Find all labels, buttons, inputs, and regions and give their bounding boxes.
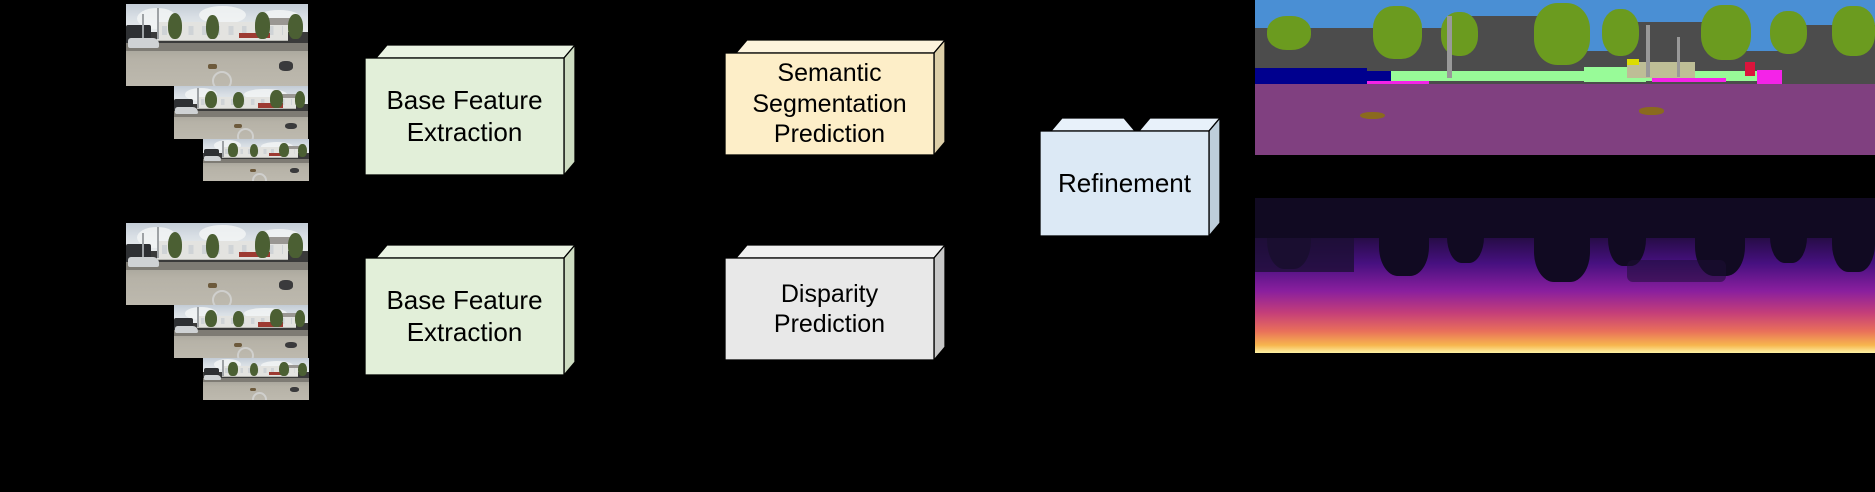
input-frame-top-1	[126, 4, 308, 86]
input-frame-bottom-3	[203, 358, 309, 400]
watermark-icon	[251, 392, 267, 400]
seg-region-sidewalk	[1366, 80, 1429, 86]
seg-region-road-object	[1360, 111, 1386, 120]
input-frame-top-3	[203, 139, 309, 181]
seg-region-vegetation	[1267, 15, 1311, 50]
seg-region-pole	[1676, 37, 1681, 78]
disparity-dark-region	[1534, 198, 1590, 282]
box-3d-shell-icon	[725, 245, 945, 360]
seg-region-person	[1744, 62, 1755, 76]
seg-region-sidewalk	[1651, 77, 1727, 83]
box-3d-shell-icon	[365, 45, 575, 175]
block-label-refinement: Refinement	[1058, 168, 1191, 198]
disparity-dark-region	[1608, 198, 1646, 267]
seg-region-sidewalk	[1757, 69, 1782, 86]
seg-region-road-object	[1639, 106, 1665, 115]
block-label-base-feature-extraction-top: Base Feature Extraction	[386, 85, 543, 147]
disparity-dark-region	[1769, 198, 1807, 264]
watermark-icon	[211, 290, 232, 305]
seg-region-vegetation	[1372, 6, 1423, 59]
watermark-icon	[236, 128, 254, 139]
seg-region-pole	[1645, 24, 1650, 78]
seg-region-vegetation	[1602, 9, 1640, 56]
seg-region-vegetation	[1769, 10, 1807, 55]
seg-region-road	[1255, 83, 1875, 155]
block-semantic-segmentation-prediction[interactable]: Semantic Segmentation Prediction	[725, 40, 945, 155]
box-3d-shell-icon	[725, 40, 945, 155]
seg-region-vegetation	[1534, 3, 1590, 66]
seg-region-vegetation	[1701, 4, 1751, 61]
disparity-midtone-region	[1627, 260, 1727, 282]
disparity-dark-region	[1831, 198, 1875, 273]
input-frame-bottom-2	[174, 305, 308, 358]
block-base-feature-extraction-bottom[interactable]: Base Feature Extraction	[365, 245, 575, 375]
seg-region-terrain	[1391, 71, 1776, 81]
seg-region-pole	[1447, 15, 1452, 78]
block-base-feature-extraction-top[interactable]: Base Feature Extraction	[365, 45, 575, 175]
disparity-dark-region	[1379, 198, 1429, 276]
output-disparity-map	[1255, 198, 1875, 353]
seg-region-vegetation	[1831, 6, 1875, 56]
block-refinement[interactable]: Refinement	[1040, 118, 1220, 236]
disparity-dark-region	[1447, 198, 1485, 264]
watermark-icon	[251, 173, 267, 181]
input-frame-bottom-1	[126, 223, 308, 305]
input-frame-top-2	[174, 86, 308, 139]
box-3d-shell-notched-icon	[1040, 118, 1220, 236]
box-3d-shell-icon	[365, 245, 575, 375]
block-label-base-feature-extraction-bottom: Base Feature Extraction	[386, 285, 543, 347]
seg-region-traffic-sign	[1627, 58, 1640, 66]
block-label-disparity-prediction: Disparity Prediction	[773, 279, 886, 339]
watermark-icon	[211, 71, 232, 86]
output-semantic-segmentation-map	[1255, 0, 1875, 155]
block-disparity-prediction[interactable]: Disparity Prediction	[725, 245, 945, 360]
block-label-semantic-segmentation-prediction: Semantic Segmentation Prediction	[752, 59, 907, 149]
disparity-midtone-region	[1255, 238, 1355, 273]
watermark-icon	[236, 347, 254, 358]
